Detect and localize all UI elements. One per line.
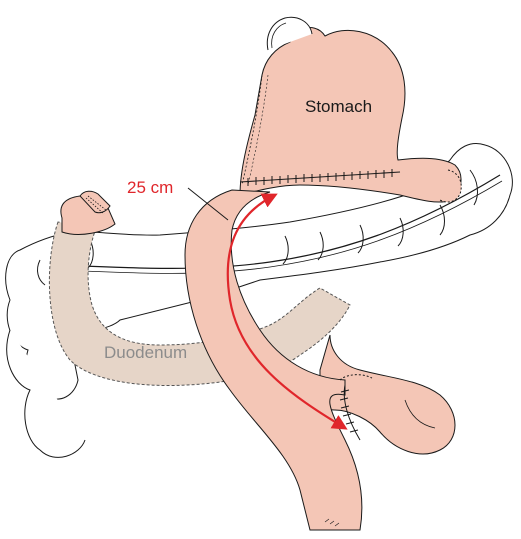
length-label: 25 cm	[127, 178, 173, 197]
duodenal-stump	[61, 191, 115, 234]
stomach-label: Stomach	[305, 97, 372, 116]
duodenum-label: Duodenum	[104, 343, 187, 362]
